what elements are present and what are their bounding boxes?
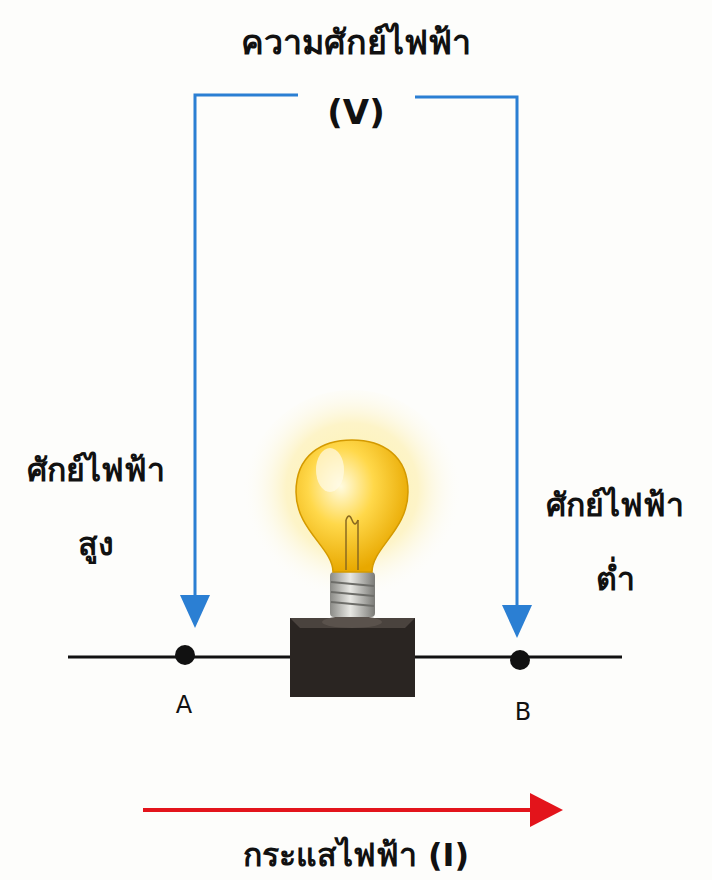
point-label: A bbox=[176, 690, 192, 720]
arrow-head bbox=[180, 595, 210, 628]
arrow-head bbox=[502, 605, 532, 638]
lamp-holder bbox=[290, 618, 415, 697]
point-label: B bbox=[515, 697, 531, 727]
point-dot bbox=[175, 645, 195, 665]
point-dot bbox=[510, 650, 530, 670]
potential-label: ศักย์ไฟฟ้า ต่ำ bbox=[522, 468, 708, 616]
glass-highlight bbox=[316, 448, 344, 492]
current-arrow bbox=[143, 808, 535, 812]
bulb-base bbox=[330, 572, 375, 617]
bulb-glass bbox=[296, 440, 408, 572]
potential-bracket bbox=[195, 95, 517, 608]
current-label: กระแสไฟฟ้า (I) bbox=[243, 835, 469, 875]
title-label: ความศักย์ไฟฟ้า (V) bbox=[208, 7, 505, 147]
arrow-head bbox=[530, 793, 563, 827]
potential-label: ศักย์ไฟฟ้า สูง bbox=[4, 433, 187, 581]
filament bbox=[346, 516, 358, 570]
base-thread bbox=[331, 582, 374, 606]
socket bbox=[322, 616, 382, 628]
